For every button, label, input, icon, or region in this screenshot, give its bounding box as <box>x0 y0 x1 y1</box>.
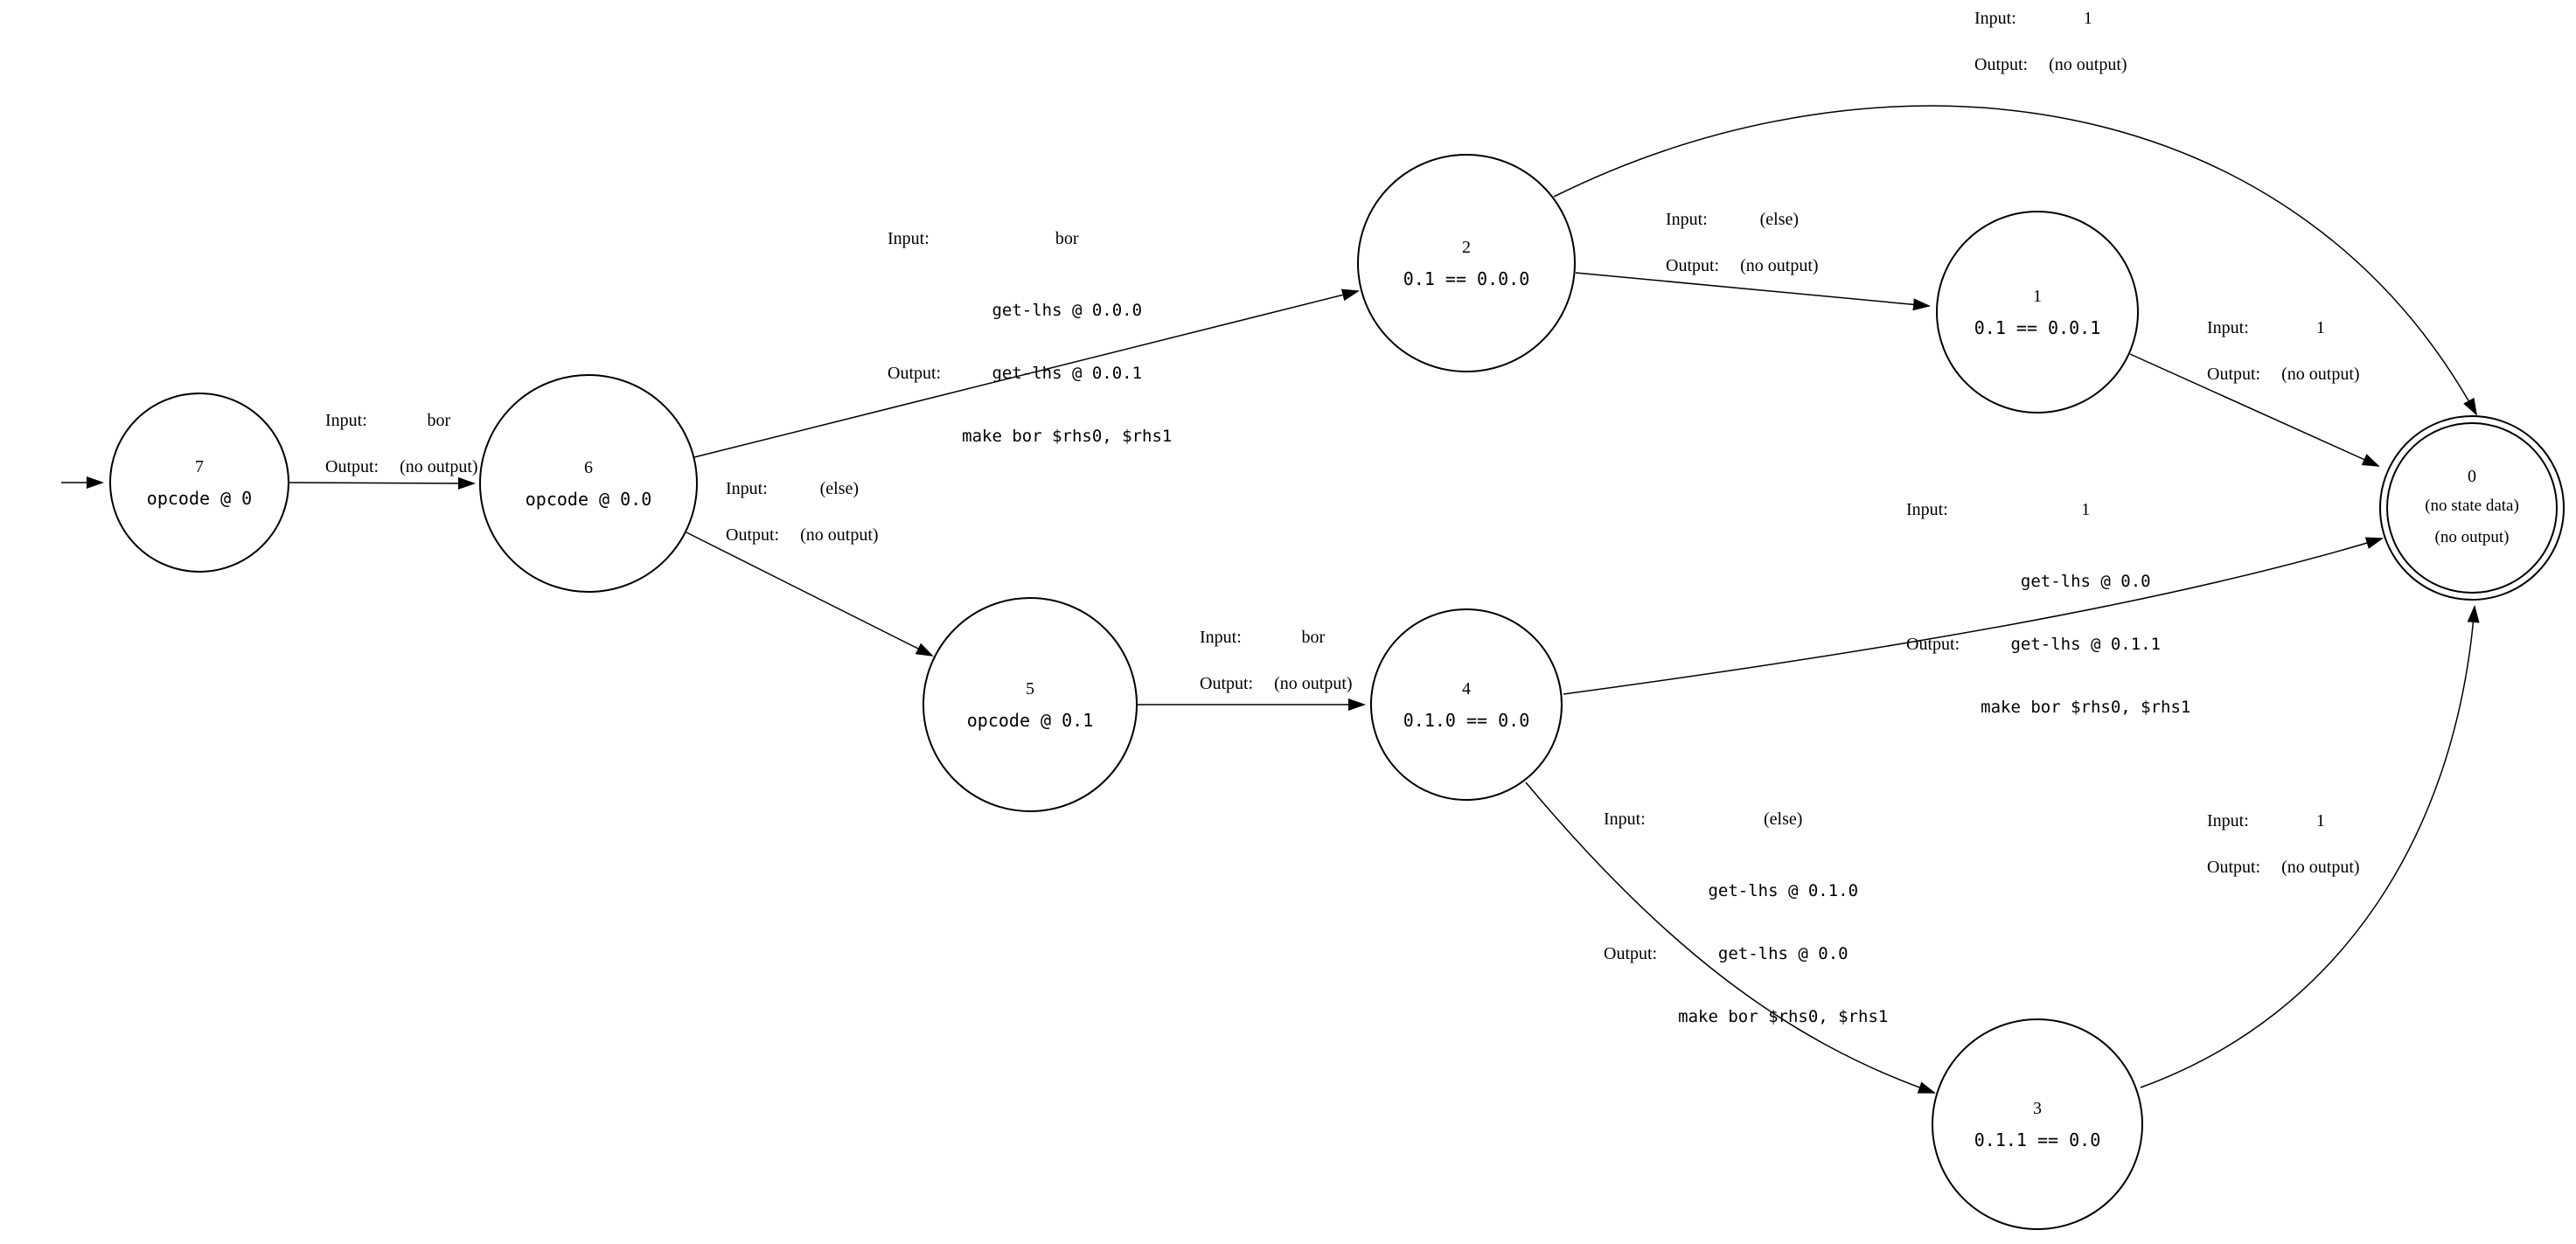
edge-1-to-0 <box>2129 353 2380 467</box>
state-2: 2 0.1 == 0.0.0 <box>1357 154 1576 372</box>
input-value: 1 <box>2315 811 2325 830</box>
input-key: Input: <box>1666 210 1708 229</box>
state-0: 0 (no state data) (no output) <box>2379 415 2565 601</box>
edge-label-5-4: Input: bor Output: (no output) <box>1200 628 1353 694</box>
output-key: Output: <box>1200 674 1254 693</box>
input-value: bor <box>1301 628 1326 647</box>
edge-4-to-0 <box>1563 537 2384 695</box>
input-value: (else) <box>1764 810 1803 829</box>
state-7-data: opcode @ 0 <box>146 487 253 509</box>
edge-label-7-6: Input: bor Output: (no output) <box>325 411 478 477</box>
edge-label-4-3: Input: (else) Output: get-lhs @ 0.1.0 ge… <box>1604 810 1888 1069</box>
output-key: Output: <box>2207 858 2261 877</box>
edge-label-2-0: Input: 1 Output: (no output) <box>1974 9 2127 75</box>
output-value: (no output) <box>800 525 879 545</box>
output-value: get-lhs @ 0.0 get-lhs @ 0.1.1 make bor $… <box>1981 572 2191 717</box>
state-2-data: 0.1 == 0.0.0 <box>1403 268 1530 289</box>
edge-label-6-2: Input: bor Output: get-lhs @ 0.0.0 get-l… <box>888 229 1172 489</box>
output-value: (no output) <box>2281 365 2360 384</box>
output-key: Output: <box>325 457 379 476</box>
state-1: 1 0.1 == 0.0.1 <box>1936 211 2139 414</box>
state-1-id: 1 <box>2033 286 2042 306</box>
input-value: (else) <box>819 479 860 498</box>
input-value: bor <box>1055 229 1079 248</box>
state-4-id: 4 <box>1462 678 1471 698</box>
edge-label-4-0: Input: 1 Output: get-lhs @ 0.0 get-lhs @… <box>1906 500 2190 760</box>
edge-4-to-3 <box>1525 782 1936 1094</box>
edge-2-to-1 <box>1575 272 1931 311</box>
output-value: (no output) <box>2049 55 2127 74</box>
output-key: Output: <box>1666 256 1720 275</box>
state-3-data: 0.1.1 == 0.0 <box>1974 1129 2101 1150</box>
input-key: Input: <box>2207 811 2249 830</box>
input-key: Input: <box>888 229 929 248</box>
input-key: Input: <box>1906 500 1948 519</box>
input-value: 1 <box>2081 500 2091 519</box>
output-key: Output: <box>2207 365 2261 384</box>
output-key: Output: <box>1906 634 1960 654</box>
input-value: 1 <box>2315 318 2325 337</box>
state-7: 7 opcode @ 0 <box>109 393 289 573</box>
output-key: Output: <box>888 363 942 383</box>
input-key: Input: <box>1974 9 2016 28</box>
state-6: 6 opcode @ 0.0 <box>479 374 698 593</box>
state-4-data: 0.1.0 == 0.0 <box>1403 709 1530 731</box>
edge-6-to-5 <box>686 532 934 657</box>
output-key: Output: <box>1604 943 1658 963</box>
state-5-data: opcode @ 0.1 <box>966 709 1094 731</box>
output-key: Output: <box>726 525 780 545</box>
output-value: (no output) <box>2281 858 2360 877</box>
state-3-id: 3 <box>2033 1098 2042 1118</box>
state-0-id: 0 <box>2468 467 2476 486</box>
input-key: Input: <box>2207 318 2249 337</box>
edge-label-3-0: Input: 1 Output: (no output) <box>2207 811 2360 878</box>
input-key: Input: <box>325 411 367 430</box>
output-value: (no output) <box>1740 256 1819 275</box>
edge-label-2-1: Input: (else) Output: (no output) <box>1666 210 1819 276</box>
state-6-id: 6 <box>584 457 593 477</box>
state-6-data: opcode @ 0.0 <box>525 488 652 510</box>
edge-label-6-5: Input: (else) Output: (no output) <box>726 479 879 546</box>
state-0-data: (no state data) <box>2425 497 2519 515</box>
edge-6-to-2 <box>693 288 1360 458</box>
state-2-id: 2 <box>1462 237 1471 257</box>
output-value: (no output) <box>1274 674 1353 693</box>
input-key: Input: <box>726 479 768 498</box>
input-key: Input: <box>1200 628 1242 647</box>
state-0-output: (no output) <box>2434 528 2510 546</box>
state-3: 3 0.1.1 == 0.0 <box>1932 1018 2143 1230</box>
input-value: bor <box>427 411 451 430</box>
edge-label-1-0: Input: 1 Output: (no output) <box>2207 318 2360 385</box>
state-7-id: 7 <box>195 456 204 476</box>
output-value: get-lhs @ 0.0.0 get-lhs @ 0.0.1 make bor… <box>962 301 1173 446</box>
state-5-id: 5 <box>1026 678 1034 698</box>
state-1-data: 0.1 == 0.0.1 <box>1974 316 2101 338</box>
edge-2-to-0 <box>1553 105 2477 416</box>
input-key: Input: <box>1604 810 1646 829</box>
edge-3-to-0 <box>2140 605 2480 1088</box>
input-value: (else) <box>1759 210 1800 229</box>
state-4: 4 0.1.0 == 0.0 <box>1370 608 1563 801</box>
output-value: (no output) <box>400 457 478 476</box>
input-value: 1 <box>2083 9 2092 28</box>
output-value: get-lhs @ 0.1.0 get-lhs @ 0.0 make bor $… <box>1678 881 1889 1026</box>
state-5: 5 opcode @ 0.1 <box>922 597 1138 812</box>
output-key: Output: <box>1974 55 2029 74</box>
